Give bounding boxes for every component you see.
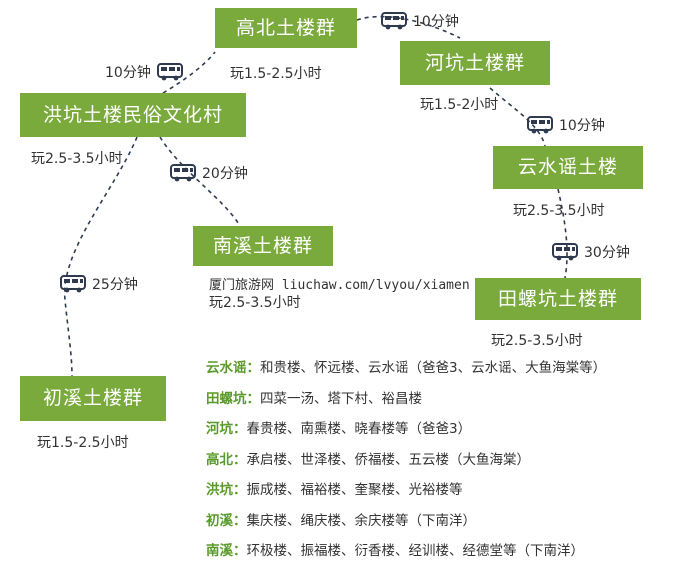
leg-hongkeng-gaobei-label: 10分钟: [105, 65, 151, 81]
legend-key: 河坑：: [206, 421, 247, 437]
attractions-legend: 云水谣：和贵楼、怀远楼、云水谣（爸爸3、云水谣、大鱼海棠等） 田螺坑：四菜一汤、…: [206, 356, 606, 570]
leg-gaobei-hekeng: 10分钟: [381, 11, 459, 31]
node-tianluokeng-time: 玩2.5-3.5小时: [491, 333, 583, 349]
bus-icon: [527, 116, 553, 134]
node-nanxi-time: 玩2.5-3.5小时: [209, 295, 301, 311]
route-yunshuiyao-tianluokeng: [557, 188, 568, 279]
legend-key: 初溪：: [206, 512, 247, 529]
node-hekeng: 河坑土楼群: [400, 41, 550, 85]
watermark: 厦门旅游网 liuchaw.com/lvyou/xiamen: [209, 278, 470, 293]
legend-key: 南溪：: [206, 543, 247, 559]
leg-yunshuiyao-tianluokeng: 30分钟: [552, 242, 630, 262]
route-gaobei-hekeng: [356, 15, 461, 39]
legend-row: 初溪：集庆楼、绳庆楼、余庆楼等（下南洋）: [206, 509, 606, 540]
legend-row: 河坑：春贵楼、南熏楼、晓春楼等（爸爸3）: [206, 417, 606, 448]
leg-hongkeng-gaobei: 10分钟: [105, 62, 183, 82]
leg-yunshuiyao-tianluokeng-label: 30分钟: [584, 245, 630, 261]
leg-hekeng-yunshuiyao-label: 10分钟: [559, 118, 605, 134]
leg-hongkeng-chuxi: 25分钟: [60, 274, 138, 294]
bus-icon: [381, 12, 407, 30]
leg-hongkeng-nanxi: 20分钟: [170, 163, 248, 183]
leg-hongkeng-nanxi-label: 20分钟: [202, 166, 248, 182]
legend-text: 四菜一汤、塔下村、裕昌楼: [260, 390, 422, 407]
legend-text: 春贵楼、南熏楼、晓春楼等（爸爸3）: [246, 421, 472, 437]
bus-icon: [170, 164, 196, 182]
bus-icon: [60, 275, 86, 293]
node-gaobei-time: 玩1.5-2.5小时: [230, 66, 322, 82]
legend-key: 田螺坑：: [206, 390, 260, 407]
legend-text: 和贵楼、怀远楼、云水谣（爸爸3、云水谣、大鱼海棠等）: [260, 360, 607, 376]
node-chuxi-time: 玩1.5-2.5小时: [37, 435, 129, 451]
route-hongkeng-chuxi: [64, 136, 138, 377]
node-tianluokeng: 田螺坑土楼群: [475, 278, 641, 320]
node-yunshuiyao: 云水谣土楼: [493, 146, 643, 189]
node-hekeng-time: 玩1.5-2小时: [420, 97, 499, 113]
bus-icon: [156, 63, 183, 81]
leg-hekeng-yunshuiyao: 10分钟: [527, 115, 605, 135]
leg-gaobei-hekeng-label: 10分钟: [413, 14, 459, 30]
node-hongkeng: 洪坑土楼民俗文化村: [20, 93, 246, 137]
bus-icon: [552, 243, 578, 261]
node-nanxi: 南溪土楼群: [193, 226, 333, 266]
legend-text: 集庆楼、绳庆楼、余庆楼等（下南洋）: [246, 512, 477, 529]
legend-row: 高北：承启楼、世泽楼、侨福楼、五云楼（大鱼海棠）: [206, 448, 606, 479]
legend-text: 承启楼、世泽楼、侨福楼、五云楼（大鱼海棠）: [246, 451, 531, 468]
legend-text: 环极楼、振福楼、衍香楼、经训楼、经德堂等（下南洋）: [246, 543, 585, 559]
legend-key: 云水谣：: [206, 360, 260, 376]
legend-text: 振成楼、福裕楼、奎聚楼、光裕楼等: [246, 482, 463, 498]
legend-row: 南溪：环极楼、振福楼、衍香楼、经训楼、经德堂等（下南洋）: [206, 539, 606, 570]
node-gaobei: 高北土楼群: [215, 8, 357, 48]
legend-key: 高北：: [206, 451, 247, 468]
node-hongkeng-time: 玩2.5-3.5小时: [31, 151, 123, 167]
node-yunshuiyao-time: 玩2.5-3.5小时: [513, 203, 605, 219]
route-hekeng-yunshuiyao: [489, 87, 546, 147]
node-chuxi: 初溪土楼群: [20, 376, 166, 421]
legend-row: 云水谣：和贵楼、怀远楼、云水谣（爸爸3、云水谣、大鱼海棠等）: [206, 356, 606, 387]
legend-row: 田螺坑：四菜一汤、塔下村、裕昌楼: [206, 387, 606, 418]
legend-row: 洪坑：振成楼、福裕楼、奎聚楼、光裕楼等: [206, 478, 606, 509]
leg-hongkeng-chuxi-label: 25分钟: [92, 277, 138, 293]
legend-key: 洪坑：: [206, 482, 247, 498]
